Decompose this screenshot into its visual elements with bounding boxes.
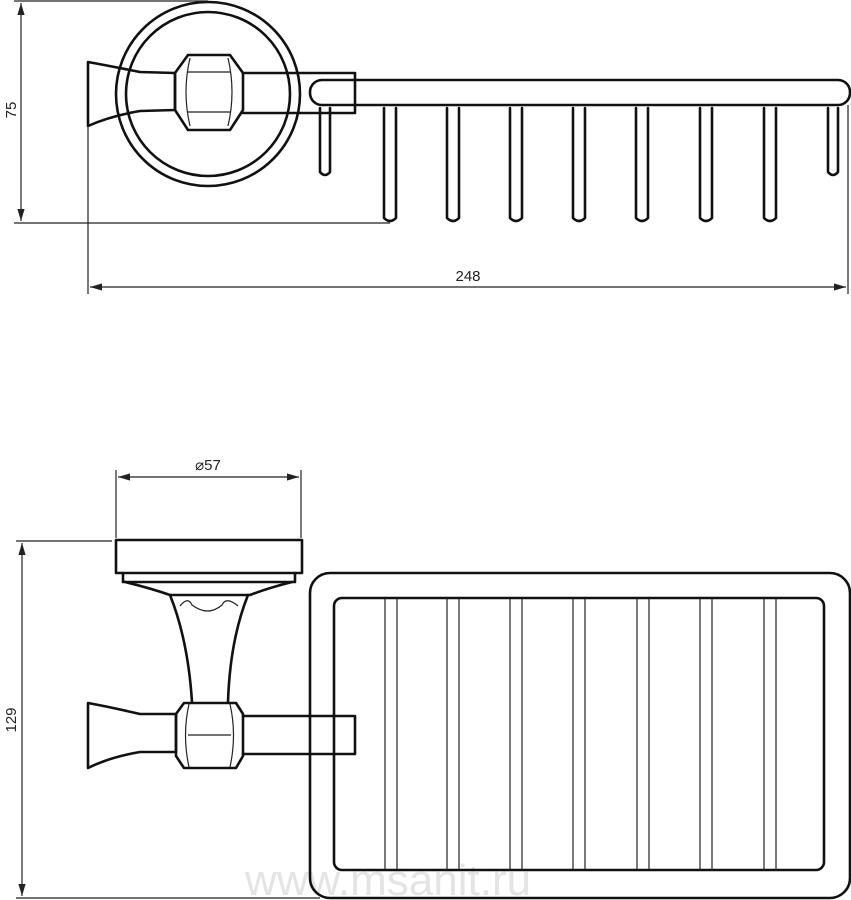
basket-tines (318, 106, 840, 223)
front-view: ⌀57 129 (3, 457, 851, 900)
dimension-label: 248 (455, 268, 480, 285)
handle-end (86, 60, 177, 128)
dimension-label: 129 (3, 707, 20, 732)
basket-frame (308, 571, 851, 900)
dimension-height-75: 75 (3, 0, 390, 224)
wall-rosette (114, 0, 302, 188)
arm (241, 71, 357, 115)
dimension-label: ⌀57 (195, 457, 221, 474)
top-view: 75 248 (3, 0, 851, 294)
dimension-label: 75 (3, 102, 20, 119)
dimension-height-129: 129 (3, 540, 320, 899)
hex-nut (174, 701, 245, 770)
hex-nut (173, 53, 245, 132)
handle-end (86, 701, 178, 770)
watermark: www.msanit.ru (244, 856, 531, 900)
holder-stem (168, 593, 250, 704)
arm (241, 714, 357, 756)
holder-cap (114, 538, 304, 597)
dimension-width-248: 248 (87, 105, 849, 294)
dimension-diameter-57: ⌀57 (115, 457, 302, 538)
basket-bars (384, 598, 777, 870)
basket-rim (308, 78, 851, 107)
